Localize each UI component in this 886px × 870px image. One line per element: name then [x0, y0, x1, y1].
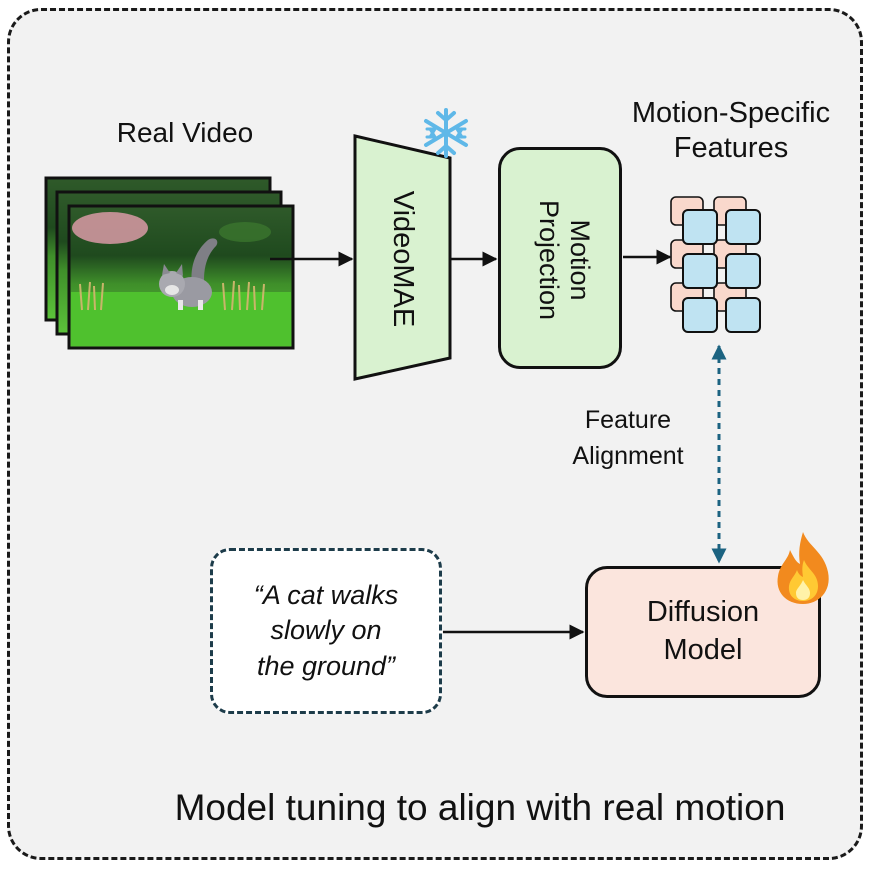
- videomae-encoder: [353, 134, 452, 381]
- alignment-label: Feature Alignment: [548, 402, 708, 475]
- prompt-line-3: the ground”: [256, 650, 396, 681]
- fire-icon: [777, 532, 829, 604]
- features-label: Motion-Specific Features: [596, 96, 866, 166]
- diffusion-model-box: Diffusion Model: [585, 566, 821, 698]
- projection-label: Motion Projection: [525, 160, 595, 360]
- projection-label-line-2: Projection: [533, 199, 564, 321]
- snowflake-icon: [424, 108, 468, 158]
- alignment-label-line-2: Alignment: [572, 442, 684, 471]
- features-label-line-1: Motion-Specific: [631, 97, 831, 129]
- features-label-line-2: Features: [673, 131, 789, 164]
- motion-projection-box: [498, 147, 622, 369]
- diffusion-label-line-2: Model: [663, 634, 743, 666]
- encoder-label: VideoMAE: [387, 190, 419, 328]
- video-frames: [44, 176, 295, 350]
- alignment-label-line-1: Feature: [584, 406, 672, 434]
- text-prompt-box: “A cat walks slowly on the ground”: [210, 548, 442, 714]
- diffusion-label-line-1: Diffusion: [646, 596, 760, 629]
- video-frame-front: [67, 204, 295, 350]
- input-label: Real Video: [116, 117, 254, 148]
- feature-tokens: [670, 196, 761, 333]
- prompt-line-1: “A cat walks: [253, 580, 399, 611]
- diagram-caption: Model tuning to align with real motion: [174, 787, 786, 828]
- projection-label-line-1: Motion: [565, 219, 595, 301]
- prompt-line-2: slowly on: [270, 615, 382, 646]
- cat-image: [159, 238, 218, 310]
